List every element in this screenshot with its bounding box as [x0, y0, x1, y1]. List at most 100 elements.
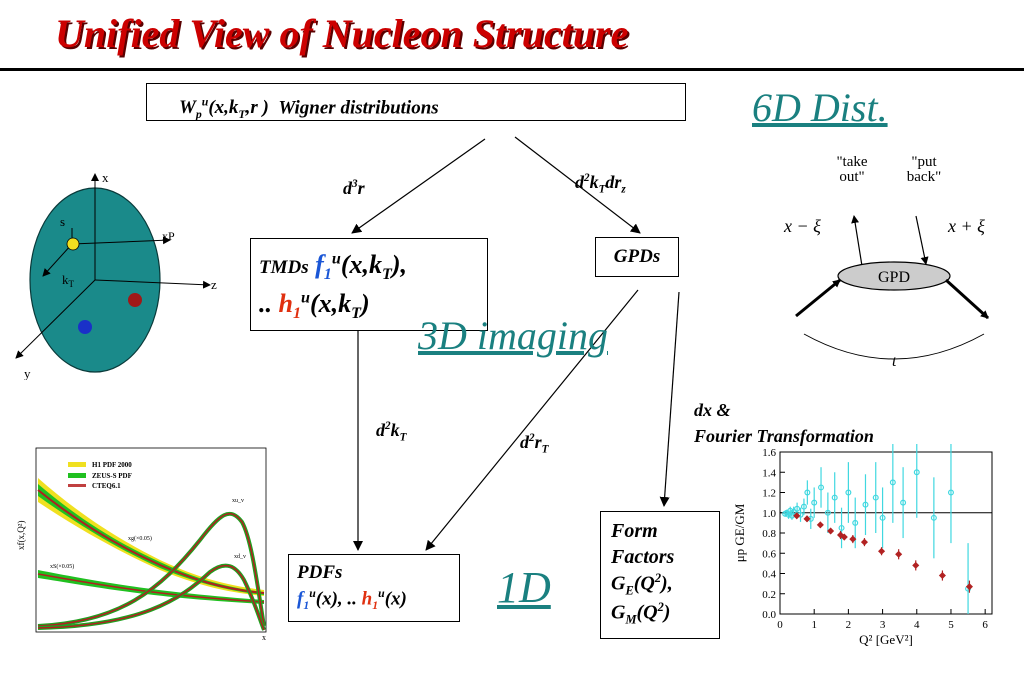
label-dx: dx & — [694, 400, 731, 420]
xs-curve — [37, 573, 265, 603]
tmds-box: TMDs f1u(x,kT), .. h1u(x,kT) — [250, 238, 488, 331]
x-tick-label: 4 — [914, 619, 920, 631]
z-axis-label: z — [211, 277, 217, 292]
data-point — [947, 489, 954, 496]
wigner-box: Wpu(x,kT,r ) Wigner distributions — [146, 83, 686, 121]
data-point — [800, 503, 807, 510]
data-point — [804, 489, 811, 496]
quark-blue — [78, 320, 92, 334]
y-axis-label: μp GE/GM — [732, 503, 747, 562]
y-axis — [15, 279, 96, 359]
returning-quark-line — [915, 215, 929, 265]
data-point — [889, 479, 896, 486]
arrow-gpds-to-pdfs — [425, 289, 639, 551]
gpd-feynman-diagram: "take out" "put back" x − ξ x + ξ GPD t — [783, 154, 990, 370]
s-label: s — [60, 214, 65, 229]
form-factors-box: Form Factors GE(Q2), GM(Q2) — [600, 511, 720, 639]
x-minus-xi-label: x − ξ — [783, 216, 821, 236]
y-tick-label: 0.2 — [762, 589, 776, 601]
gpd-blob — [837, 261, 951, 291]
data-point — [860, 538, 868, 546]
y-tick-label: 0.8 — [762, 528, 776, 540]
data-point — [879, 514, 886, 521]
kt-vector — [42, 243, 73, 277]
x-tick-label: 5 — [948, 619, 954, 631]
legend-zeus: ZEUS-S PDF — [92, 472, 132, 480]
ff-line1: Form — [611, 520, 658, 542]
kt-label: kT — [62, 272, 75, 289]
data-point — [900, 499, 907, 506]
take-out-label-2: out" — [839, 169, 864, 185]
label-d3r: d3r — [343, 178, 365, 198]
three-d-imaging-label: 3D imaging — [418, 313, 608, 358]
plot-frame — [779, 451, 993, 615]
legend-cteq: CTEQ6.1 — [92, 482, 121, 490]
momentum-transfer-arc — [803, 333, 985, 360]
xg-curve — [37, 489, 265, 594]
data-point — [840, 533, 848, 541]
y-tick-label: 1.4 — [762, 467, 776, 479]
ff-ge: GE(Q2), — [611, 571, 673, 598]
label-xs: xS(×0.05) — [50, 563, 74, 570]
y-axis-label: y — [24, 366, 31, 380]
six-d-label: 6D Dist. — [752, 85, 888, 130]
ff-line2: Factors — [611, 546, 675, 568]
xp-vector — [71, 236, 171, 245]
data-point — [794, 505, 801, 512]
ff-gm: GM(Q2) — [611, 599, 671, 627]
label-d2kt: d2kT — [376, 420, 407, 444]
quark-red — [128, 293, 142, 307]
legend-h1: H1 PDF 2000 — [92, 461, 132, 469]
arrow-wigner-to-gpds — [514, 136, 641, 234]
data-point — [930, 514, 937, 521]
data-point — [852, 519, 859, 526]
x-axis-label: x — [102, 170, 109, 185]
incoming-proton-line — [795, 278, 841, 318]
data-point — [862, 501, 869, 508]
data-point — [838, 524, 845, 531]
arrow-wigner-to-tmds — [351, 138, 486, 234]
y-tick-label: 0.0 — [762, 609, 776, 621]
pdf-plot: xf(x,Q²) H1 PDF 2000 ZEUS-S PDF CTEQ6.1 … — [16, 447, 267, 642]
data-point — [818, 484, 825, 491]
label-d2kt-drz: d2kTdrz — [575, 172, 626, 196]
label-d2rt: d2rT — [520, 432, 549, 456]
x-tick-label: 0 — [777, 619, 783, 631]
y-tick-label: 0.6 — [762, 548, 776, 560]
xuv-curve-red — [37, 513, 265, 627]
take-out-label-1: "take — [836, 154, 867, 170]
x-tick-label: 1 — [811, 619, 817, 631]
pdfs-formula: f1u(x), .. h1u(x) — [297, 586, 407, 612]
x-tick-label: 2 — [846, 619, 852, 631]
pdf-plot-ylabel: xf(x,Q²) — [16, 521, 26, 550]
label-fourier: Fourier Transformation — [694, 426, 874, 446]
gpds-box: GPDs — [595, 237, 679, 277]
x-tick-label: 3 — [880, 619, 886, 631]
y-tick-label: 0.4 — [762, 569, 776, 581]
data-point — [824, 509, 831, 516]
data-point — [872, 494, 879, 501]
tmds-line1: TMDs f1u(x,kT), — [259, 250, 408, 284]
label-xuv: xu_v — [232, 498, 244, 504]
data-point — [787, 507, 794, 514]
outgoing-proton-line — [944, 278, 990, 320]
pdfs-box: PDFs f1u(x), .. h1u(x) — [288, 554, 460, 622]
nucleon-sphere-diagram: x z y xP kT s — [15, 170, 217, 380]
title-divider — [0, 68, 1024, 71]
quark-yellow — [66, 237, 80, 251]
put-back-label-2: back" — [907, 169, 941, 185]
outgoing-quark-line — [851, 215, 863, 267]
put-back-label-1: "put — [911, 154, 937, 170]
data-point — [790, 508, 797, 515]
t-label: t — [892, 353, 897, 370]
gpd-blob-label: GPD — [878, 269, 910, 286]
arrow-gpds-to-ff — [659, 291, 680, 507]
data-point — [845, 489, 852, 496]
tmds-line2: .. h1u(x,kT) — [259, 288, 370, 323]
y-tick-label: 1.6 — [762, 447, 776, 459]
x-axis-label: Q² [GeV²] — [859, 632, 913, 647]
y-tick-label: 1.2 — [762, 488, 776, 500]
label-xdv: xd_v — [234, 554, 246, 560]
